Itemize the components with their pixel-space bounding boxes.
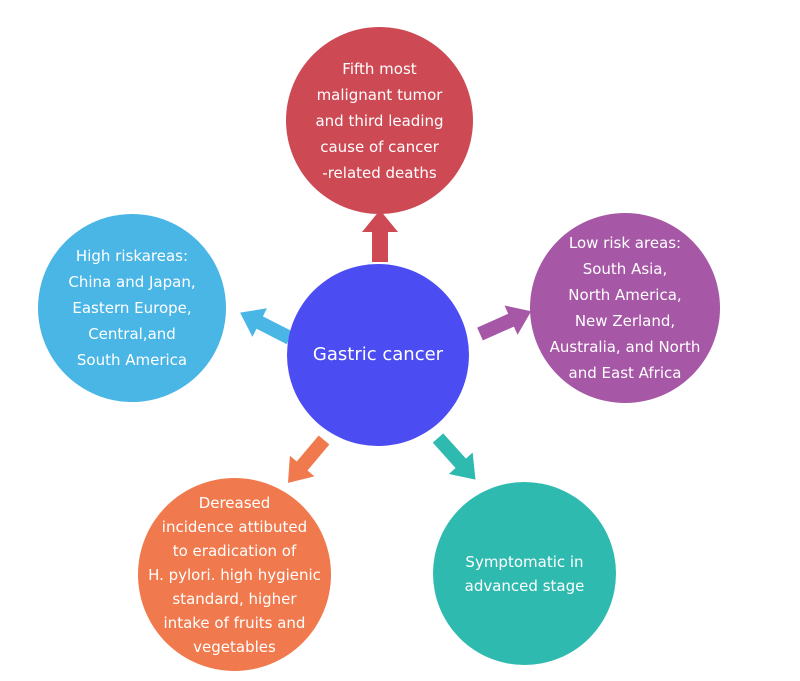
node-decreased-incidence: Dereased incidence attibuted to eradicat… bbox=[138, 478, 331, 671]
node-gastric-cancer: Gastric cancer bbox=[287, 264, 469, 446]
arrow-to-right bbox=[477, 305, 532, 341]
node-decreased-incidence-text: Dereased incidence attibuted to eradicat… bbox=[148, 493, 321, 656]
node-symptomatic: Symptomatic in advanced stage bbox=[433, 482, 616, 665]
node-symptomatic-text: Symptomatic in advanced stage bbox=[464, 552, 585, 595]
node-mortality: Fifth most malignant tumor and third lea… bbox=[286, 27, 473, 214]
arrow-to-bottom-left bbox=[288, 435, 330, 483]
arrow-to-left bbox=[240, 308, 294, 345]
arrow-to-bottom-right bbox=[432, 433, 476, 480]
node-high-risk-areas-text: High riskareas: China and Japan, Eastern… bbox=[68, 247, 196, 369]
node-mortality-text: Fifth most malignant tumor and third lea… bbox=[315, 59, 444, 182]
node-high-risk-areas: High riskareas: China and Japan, Eastern… bbox=[38, 214, 226, 402]
node-gastric-cancer-label: Gastric cancer bbox=[312, 344, 444, 365]
node-low-risk-areas: Low risk areas: South Asia, North Americ… bbox=[530, 213, 720, 403]
node-low-risk-areas-text: Low risk areas: South Asia, North Americ… bbox=[549, 234, 701, 382]
arrow-to-top bbox=[362, 210, 398, 262]
